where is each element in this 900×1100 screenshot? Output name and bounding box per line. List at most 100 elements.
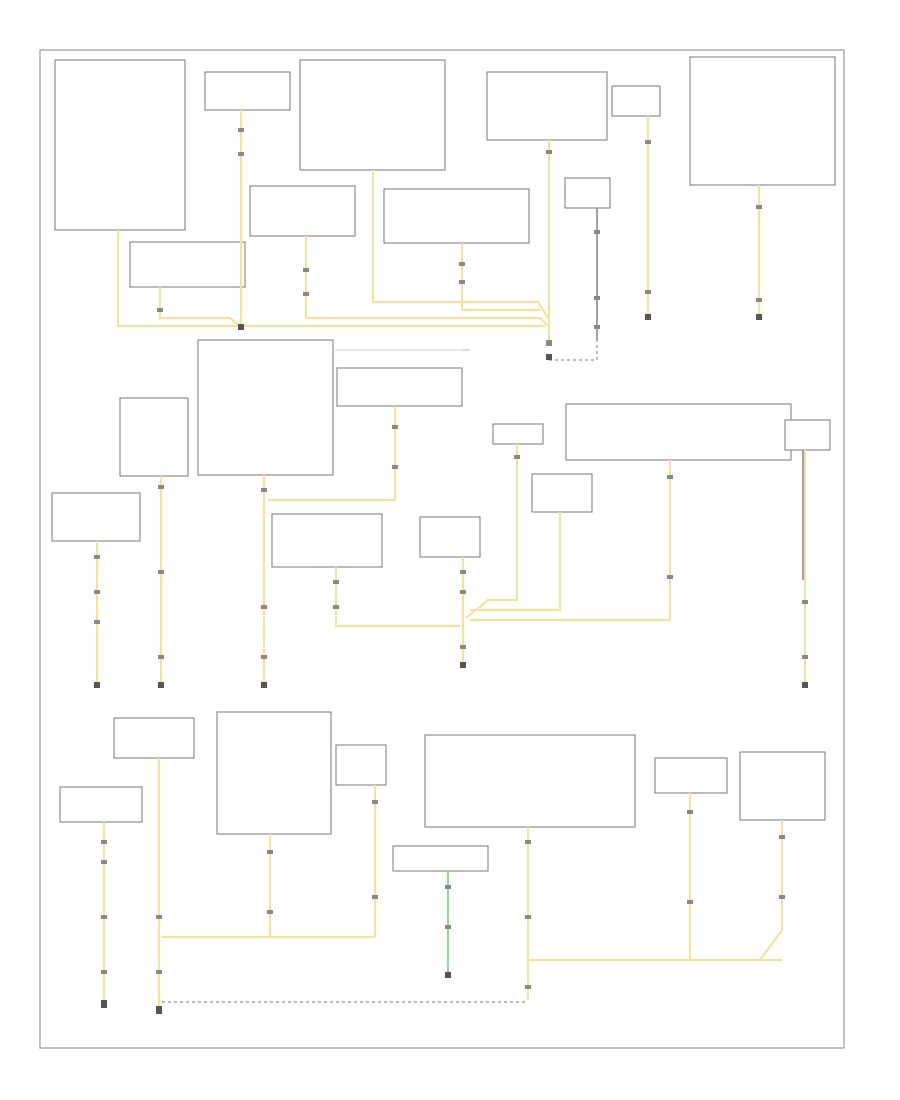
component-box-9: [564, 177, 611, 209]
connector: [101, 970, 107, 974]
connector: [238, 152, 244, 156]
wire-bus-top-5: [460, 243, 540, 312]
connector: [372, 895, 378, 899]
wire-bus-top-4: [371, 170, 549, 319]
component-box-14: [492, 423, 544, 445]
component-box-22: [216, 711, 332, 835]
wire-bus-top-2: [158, 287, 241, 327]
connector: [303, 268, 309, 272]
connector: [546, 340, 552, 346]
ground-point-mid-5: [802, 682, 808, 688]
ground-point-top-4: [238, 324, 244, 330]
connector: [392, 465, 398, 469]
connector: [158, 570, 164, 574]
wire-mid-15: [470, 460, 672, 622]
connector: [158, 655, 164, 659]
connector: [261, 655, 267, 659]
ground-point-bot-1: [101, 1000, 107, 1008]
component-box-25: [59, 786, 143, 823]
component-box-8: [383, 188, 530, 244]
component-box-2: [204, 71, 291, 111]
connector: [687, 900, 693, 904]
component-box-16: [784, 419, 831, 451]
connector: [101, 915, 107, 919]
ground-point-top-3: [756, 314, 762, 320]
ground-point-mid-1: [94, 682, 100, 688]
ground-point-mid-2: [158, 682, 164, 688]
connector: [459, 280, 465, 284]
connector: [802, 655, 808, 659]
connector: [594, 325, 600, 329]
connector: [802, 600, 808, 604]
component-box-15: [565, 403, 792, 461]
component-box-3: [299, 59, 446, 171]
connector: [645, 140, 651, 144]
component-box-23: [335, 744, 387, 786]
connector: [156, 915, 162, 919]
component-box-28: [392, 845, 489, 872]
connector: [445, 885, 451, 889]
component-box-27: [739, 751, 826, 821]
connector: [525, 915, 531, 919]
connector: [261, 488, 267, 492]
ground-point-top-2: [645, 314, 651, 320]
connector: [667, 575, 673, 579]
bottom-section-wires: [101, 758, 785, 1014]
connector: [594, 230, 600, 234]
ground-point-mid-3: [261, 682, 267, 688]
wire-mid-18: [334, 567, 460, 628]
wire-vertical-bot-27: [759, 820, 784, 961]
component-box-7: [249, 185, 356, 237]
connector: [460, 590, 466, 594]
ground-point-top-1: [546, 354, 552, 360]
component-box-11: [197, 339, 334, 476]
component-box-12: [119, 397, 189, 477]
connector: [372, 800, 378, 804]
connector: [101, 860, 107, 864]
component-box-1: [54, 59, 186, 231]
connector: [459, 262, 465, 266]
component-box-13: [336, 367, 463, 407]
connector: [333, 605, 339, 609]
wire-mid-11-13: [268, 406, 397, 502]
connector: [94, 620, 100, 624]
ground-point-mid-4: [460, 662, 466, 668]
component-box-24: [424, 734, 636, 828]
component-boxes: [51, 56, 836, 872]
connector: [445, 925, 451, 929]
component-box-21: [113, 717, 195, 759]
top-section-wires: [116, 110, 762, 361]
wire-bus-top-3: [304, 236, 549, 327]
wire-dashed-top: [549, 340, 598, 361]
component-box-26: [654, 757, 728, 794]
connector: [779, 895, 785, 899]
connector: [756, 298, 762, 302]
component-box-5: [611, 85, 661, 117]
component-box-19: [419, 516, 481, 558]
connector: [525, 985, 531, 989]
connector: [514, 455, 520, 459]
component-box-4: [486, 71, 608, 141]
connector: [594, 296, 600, 300]
wire-mid-17: [470, 512, 562, 612]
connector: [94, 590, 100, 594]
component-box-18: [271, 513, 383, 568]
connector: [392, 425, 398, 429]
connector: [267, 850, 273, 854]
connector: [460, 645, 466, 649]
component-box-17: [531, 473, 593, 513]
connector: [158, 485, 164, 489]
connector: [756, 205, 762, 209]
connector: [333, 580, 339, 584]
connector: [156, 970, 162, 974]
component-box-10: [129, 241, 246, 288]
connector: [157, 308, 163, 312]
connector: [101, 840, 107, 844]
connector: [261, 605, 267, 609]
connector: [687, 810, 693, 814]
ground-point-bot-2: [156, 1006, 162, 1014]
diagram-frame: [39, 49, 845, 1049]
component-box-6: [689, 56, 836, 186]
connector: [645, 290, 651, 294]
